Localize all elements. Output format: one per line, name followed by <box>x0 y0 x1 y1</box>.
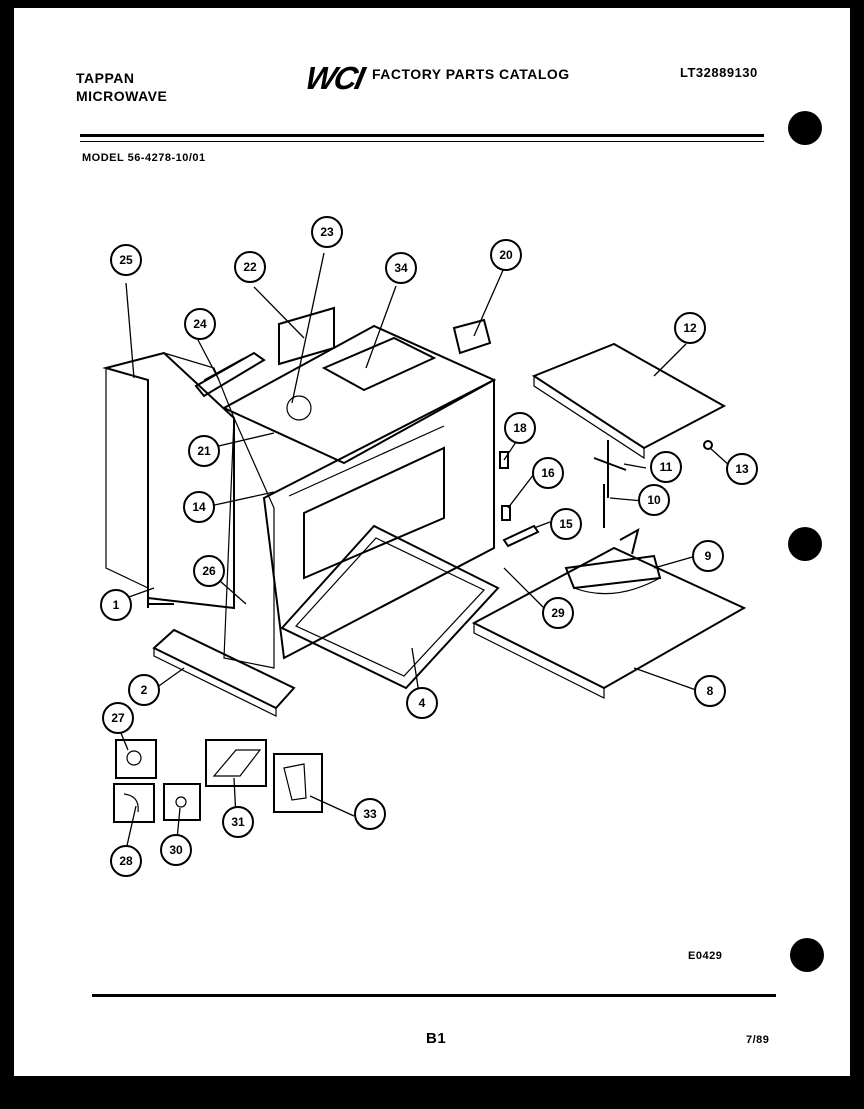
callout-20: 20 <box>490 239 522 271</box>
callout-15: 15 <box>550 508 582 540</box>
part-18-spring <box>499 451 509 469</box>
binder-hole-top <box>788 111 822 145</box>
svg-text:29: 29 <box>551 606 565 620</box>
svg-text:30: 30 <box>169 843 183 857</box>
callout-29: 29 <box>542 597 574 629</box>
svg-text:21: 21 <box>197 444 211 458</box>
part-22-bracket <box>278 306 335 366</box>
svg-text:9: 9 <box>705 549 712 563</box>
callout-4: 4 <box>406 687 438 719</box>
svg-text:8: 8 <box>707 684 714 698</box>
svg-text:16: 16 <box>541 466 555 480</box>
callout-24: 24 <box>184 308 216 340</box>
callout-22: 22 <box>234 251 266 283</box>
svg-text:24: 24 <box>193 317 207 331</box>
svg-text:26: 26 <box>202 564 216 578</box>
callout-33: 33 <box>354 798 386 830</box>
svg-text:12: 12 <box>683 321 697 335</box>
part-31-box <box>205 739 267 787</box>
binder-hole-bottom <box>790 938 824 972</box>
callout-26: 26 <box>193 555 225 587</box>
cabinet-outer-case <box>102 351 235 610</box>
callout-31: 31 <box>222 806 254 838</box>
callout-10: 10 <box>638 484 670 516</box>
part-9-stirrer-tray <box>564 528 662 595</box>
part-28-box <box>113 783 155 823</box>
svg-text:18: 18 <box>513 421 527 435</box>
callout-8: 8 <box>694 675 726 707</box>
callout-12: 12 <box>674 312 706 344</box>
svg-text:1: 1 <box>113 598 120 612</box>
svg-text:13: 13 <box>735 462 749 476</box>
part-30-box <box>163 783 201 821</box>
callout-11: 11 <box>650 451 682 483</box>
callout-34: 34 <box>385 252 417 284</box>
callout-9: 9 <box>692 540 724 572</box>
catalog-number: LT32889130 <box>680 65 758 80</box>
catalog-page: TAPPAN MICROWAVE WCI FACTORY PARTS CATAL… <box>14 8 850 1076</box>
model-line: MODEL 56-4278-10/01 <box>82 152 206 164</box>
svg-text:2: 2 <box>141 683 148 697</box>
svg-text:15: 15 <box>559 517 573 531</box>
part-13-screw <box>703 440 713 450</box>
header-rule <box>80 134 764 137</box>
callout-1: 1 <box>100 589 132 621</box>
part-4-door-seal <box>280 524 500 690</box>
drawing-code: E0429 <box>688 950 723 962</box>
footer-rule <box>92 994 776 997</box>
part-12-cover-plate <box>531 342 727 460</box>
part-20-clip <box>452 318 492 355</box>
header-rule-thin <box>80 141 764 142</box>
svg-text:25: 25 <box>119 253 133 267</box>
callout-16: 16 <box>532 457 564 489</box>
callout-14: 14 <box>183 491 215 523</box>
svg-text:10: 10 <box>647 493 661 507</box>
page-number: B1 <box>426 1030 447 1047</box>
callout-27: 27 <box>102 702 134 734</box>
oven-cavity <box>221 324 497 669</box>
brand-line-1: TAPPAN <box>76 70 135 86</box>
callout-25: 25 <box>110 244 142 276</box>
callout-layer: 1 2 4 8 9 10 11 12 13 14 15 16 18 20 21 … <box>100 216 758 877</box>
part-15-bar <box>502 524 540 548</box>
part-24-fan-assembly <box>194 351 266 398</box>
part-16-spring <box>501 505 511 521</box>
callout-18: 18 <box>504 412 536 444</box>
catalog-date: 7/89 <box>746 1034 770 1046</box>
brand-line-2: MICROWAVE <box>76 88 168 104</box>
part-2-base-rail <box>152 628 296 717</box>
catalog-title: FACTORY PARTS CATALOG <box>372 66 570 82</box>
svg-text:22: 22 <box>243 260 257 274</box>
callout-13: 13 <box>726 453 758 485</box>
svg-text:31: 31 <box>231 815 245 829</box>
svg-text:20: 20 <box>499 248 513 262</box>
binder-hole-middle <box>788 527 822 561</box>
svg-text:27: 27 <box>111 711 125 725</box>
svg-text:14: 14 <box>192 500 206 514</box>
callout-23: 23 <box>311 216 343 248</box>
svg-text:4: 4 <box>419 696 426 710</box>
svg-text:28: 28 <box>119 854 133 868</box>
callout-21: 21 <box>188 435 220 467</box>
callout-2: 2 <box>128 674 160 706</box>
part-1-leg <box>147 568 174 605</box>
svg-text:34: 34 <box>394 261 408 275</box>
svg-text:23: 23 <box>320 225 334 239</box>
svg-text:11: 11 <box>660 460 673 474</box>
part-8-bottom-plate <box>471 546 747 699</box>
exploded-parts-diagram <box>102 252 747 851</box>
callout-30: 30 <box>160 834 192 866</box>
part-27-box <box>115 739 157 779</box>
part-34-waveguide <box>286 336 437 421</box>
callout-28: 28 <box>110 845 142 877</box>
svg-text:33: 33 <box>363 807 377 821</box>
part-11-10-hinge-pins <box>593 440 627 528</box>
part-33-box <box>273 753 323 813</box>
